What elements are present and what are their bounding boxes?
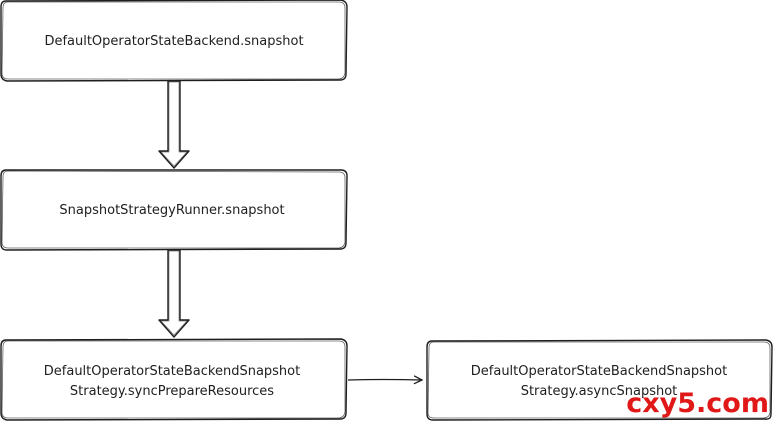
node-label-line-2: Strategy.syncPrepareResources [70, 384, 274, 399]
node-label-line-1: DefaultOperatorStateBackendSnapshot [471, 364, 727, 379]
arrow-right [347, 380, 422, 381]
node-label: DefaultOperatorStateBackend.snapshot [44, 34, 303, 49]
node-sync-prepare-resources: DefaultOperatorStateBackendSnapshot Stra… [0, 338, 348, 421]
node-label: SnapshotStrategyRunner.snapshot [59, 203, 284, 218]
watermark: cxy5.com [626, 388, 769, 419]
node-async-snapshot: DefaultOperatorStateBackendSnapshot Stra… [426, 339, 773, 421]
block-arrow-down-1 [158, 80, 190, 169]
node-default-operator-state-backend-snapshot: DefaultOperatorStateBackend.snapshot [0, 0, 348, 82]
node-snapshot-strategy-runner-snapshot: SnapshotStrategyRunner.snapshot [0, 169, 348, 251]
block-arrow-down-2 [158, 249, 190, 338]
node-label-line-2: Strategy.asyncSnapshot [521, 384, 678, 399]
node-label-line-1: DefaultOperatorStateBackendSnapshot [44, 364, 300, 379]
